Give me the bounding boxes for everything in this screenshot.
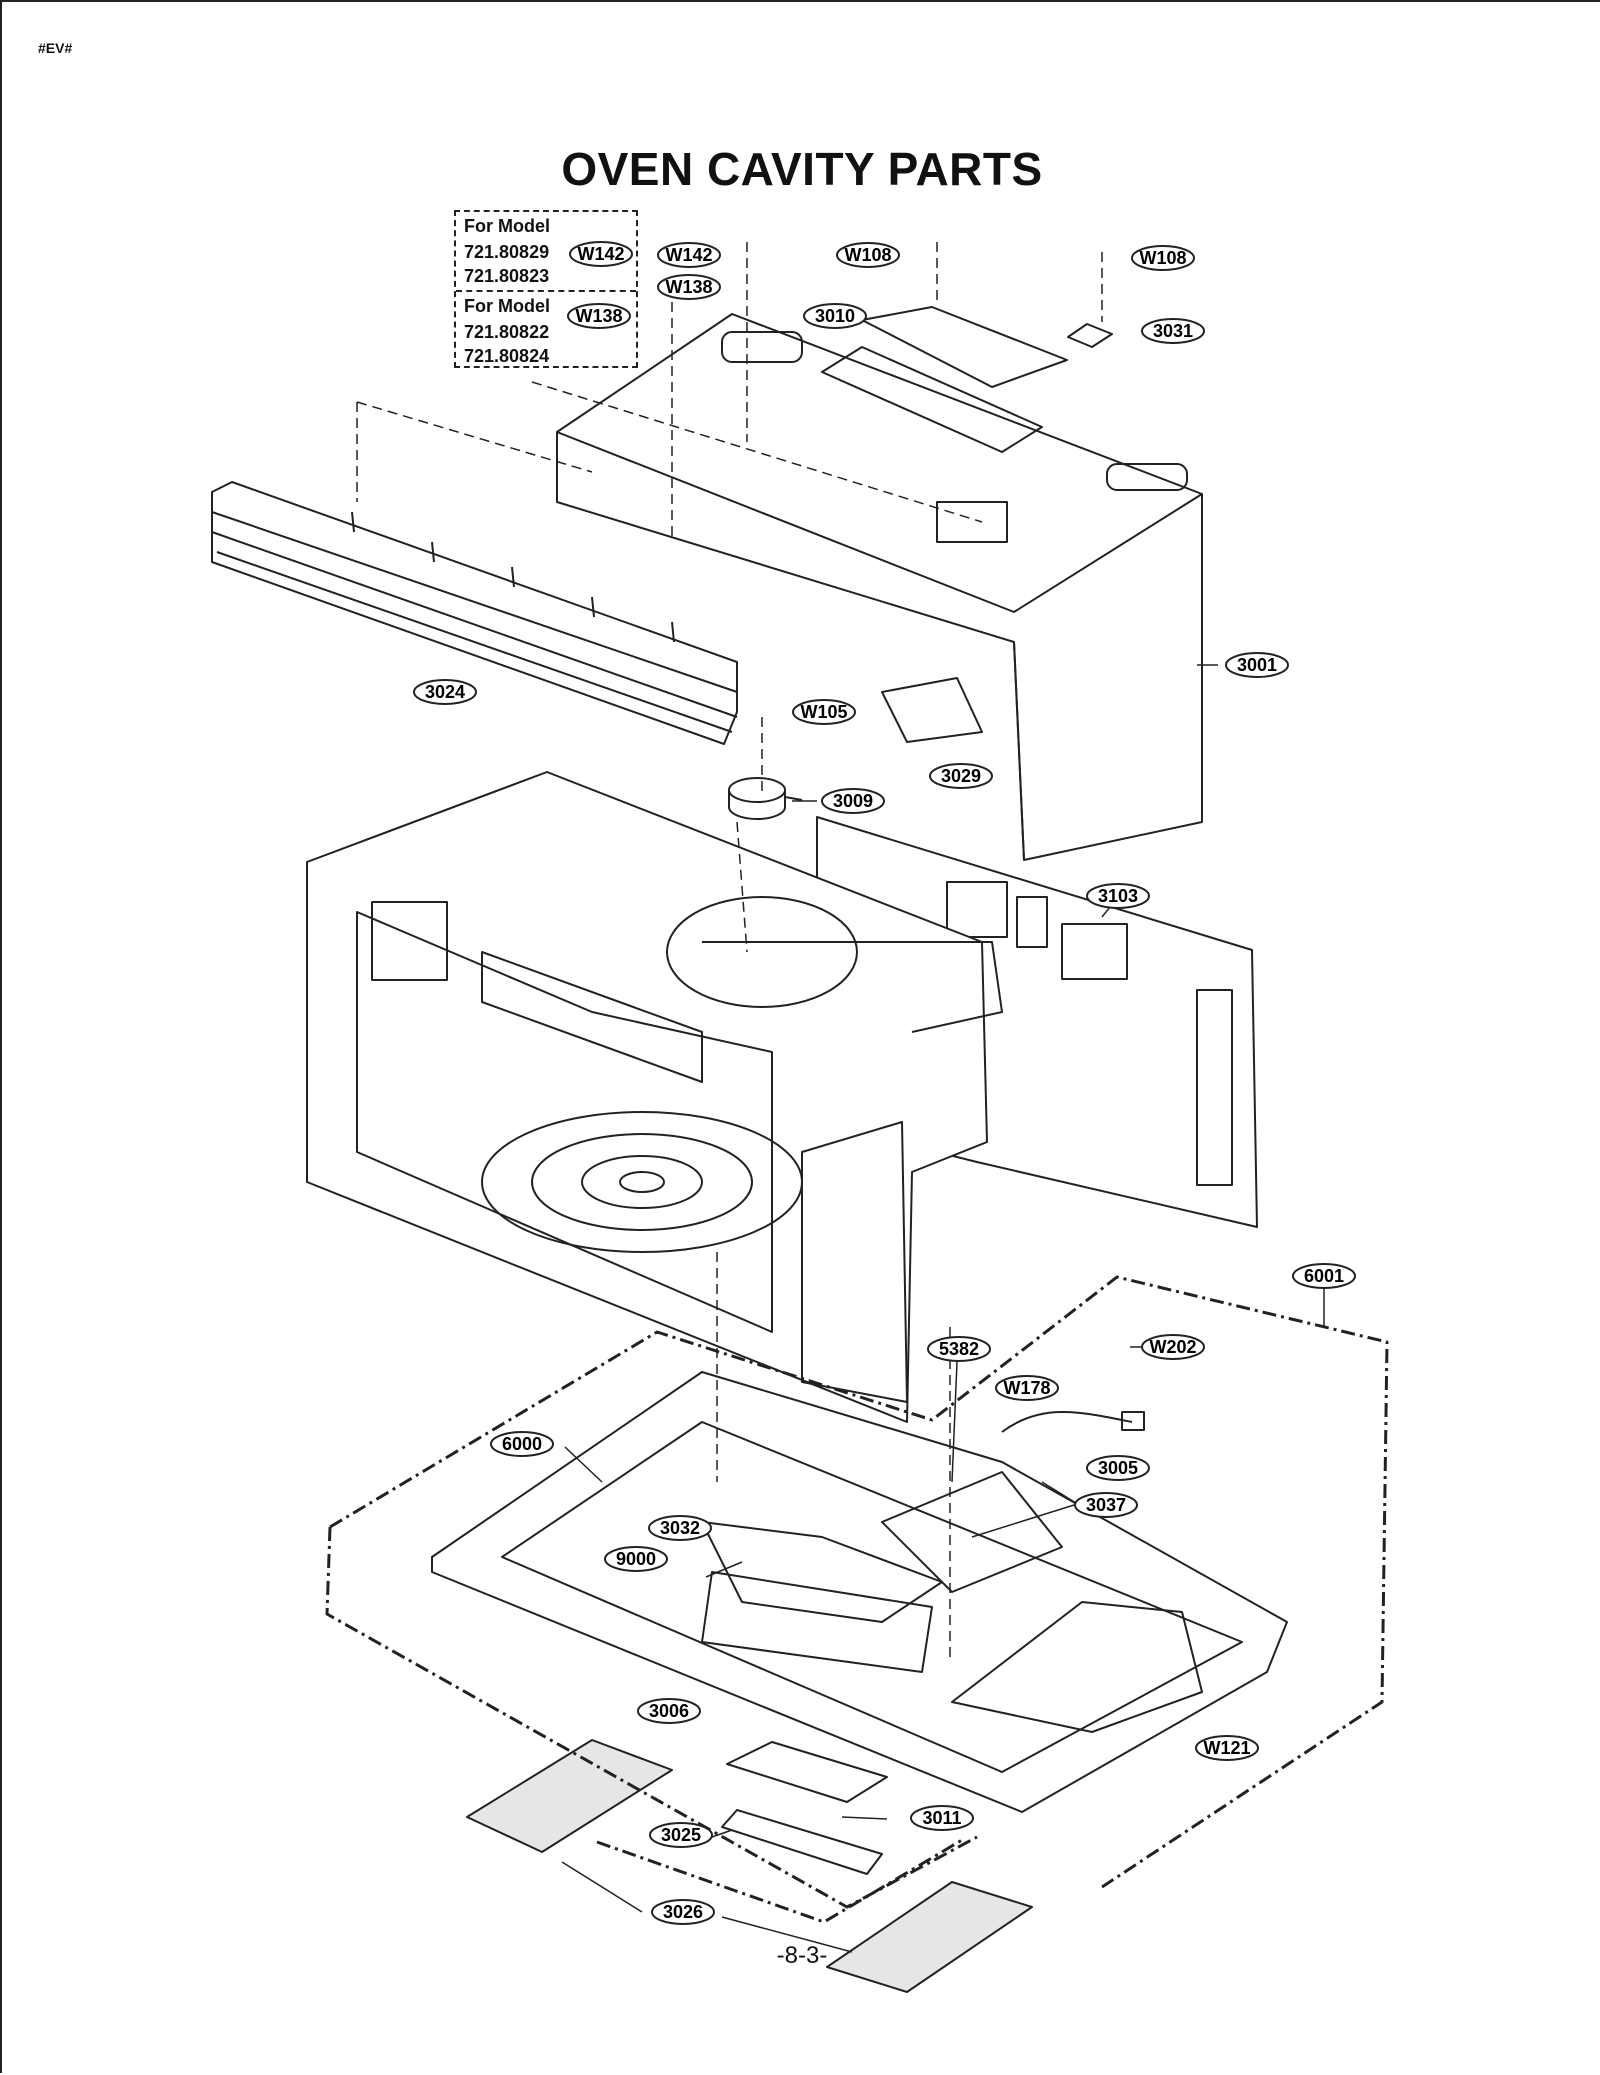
lamp-cover-3011 — [726, 1741, 888, 1803]
bracket-3031 — [1067, 323, 1113, 348]
outer-case-3001 — [556, 313, 1203, 861]
part-number-label: 3026 — [663, 1902, 703, 1922]
part-callout-6001: 6001 — [1292, 1263, 1356, 1289]
part-callout-w121: W121 — [1195, 1735, 1259, 1761]
part-number-label: 6000 — [502, 1434, 542, 1454]
part-callout-3103: 3103 — [1086, 883, 1150, 909]
model-applicability-box: For Model 721.80829 721.80823 For Model … — [454, 210, 638, 368]
part-number-label: 3029 — [941, 766, 981, 786]
part-number-label: 3009 — [833, 791, 873, 811]
part-number-label: 3001 — [1237, 655, 1277, 675]
part-callout-3037: 3037 — [1074, 1492, 1138, 1518]
harness-connector — [1121, 1411, 1145, 1431]
part-number-label: 3010 — [815, 306, 855, 326]
part-number-label: W178 — [1003, 1378, 1050, 1398]
part-number-label: 5382 — [939, 1339, 979, 1359]
part-callout-w138: W138 — [567, 303, 631, 329]
model-number-721-80829: 721.80829 — [464, 242, 550, 262]
part-number-label: 9000 — [616, 1549, 656, 1569]
part-number-label: W108 — [1139, 248, 1186, 268]
part-callout-w142: W142 — [657, 242, 721, 268]
part-callout-w202: W202 — [1141, 1334, 1205, 1360]
model-number-721-80824: 721.80824 — [464, 346, 550, 366]
part-number-label: W142 — [665, 245, 712, 265]
part-number-label: 3032 — [660, 1518, 700, 1538]
part-number-label: 3024 — [425, 682, 465, 702]
turntable-motor-3009 — [728, 777, 803, 820]
part-number-label: 6001 — [1304, 1266, 1344, 1286]
bracket-3029 — [881, 677, 983, 743]
part-number-label: 3037 — [1086, 1495, 1126, 1515]
page-title: OVEN CAVITY PARTS — [561, 143, 1043, 195]
part-callout-3010: 3010 — [803, 303, 867, 329]
model-box-divider — [456, 290, 636, 292]
part-callout-3024: 3024 — [413, 679, 477, 705]
part-number-label: 3031 — [1153, 321, 1193, 341]
group-outline-6000 — [325, 1526, 978, 1909]
part-callout-3011: 3011 — [910, 1805, 974, 1831]
part-number-label: W105 — [800, 702, 847, 722]
part-callout-w108: W108 — [1131, 245, 1195, 271]
model-number-721-80822: 721.80822 — [464, 322, 550, 342]
part-callout-3029: 3029 — [929, 763, 993, 789]
part-callout-3031: 3031 — [1141, 318, 1205, 344]
part-callout-w138: W138 — [657, 274, 721, 300]
grease-filter-3026-right — [826, 1881, 1033, 1993]
model-heading-2: For Model — [464, 296, 550, 316]
oven-cavity — [306, 771, 1003, 1423]
model-number-721-80823: 721.80823 — [464, 266, 550, 286]
vent-grille-3024 — [211, 481, 738, 745]
wire-harness-3005 — [1001, 1411, 1133, 1433]
page-number: -8-3- — [776, 1942, 828, 1969]
part-number-label: W121 — [1203, 1738, 1250, 1758]
model-heading-1: For Model — [464, 216, 550, 236]
part-callout-3005: 3005 — [1086, 1455, 1150, 1481]
part-number-label: W142 — [577, 244, 624, 264]
part-callout-5382: 5382 — [927, 1336, 991, 1362]
document-code: #EV# — [38, 40, 73, 56]
part-number-label: W138 — [575, 306, 622, 326]
part-callout-6000: 6000 — [490, 1431, 554, 1457]
part-number-label: 3025 — [661, 1825, 701, 1845]
part-callout-w105: W105 — [792, 699, 856, 725]
part-callout-9000: 9000 — [604, 1546, 668, 1572]
top-plate-3010 — [861, 306, 1068, 388]
part-number-label: 3011 — [922, 1808, 961, 1828]
group-outline-6001 — [329, 1275, 1389, 1889]
base-plate-6000 — [431, 1371, 1288, 1813]
part-callout-3009: 3009 — [821, 788, 885, 814]
part-number-label: W108 — [844, 245, 891, 265]
grease-filter-3026-left — [466, 1739, 673, 1853]
part-callout-3006: 3006 — [637, 1698, 701, 1724]
part-number-label: W202 — [1149, 1337, 1196, 1357]
part-callout-3001: 3001 — [1225, 652, 1289, 678]
part-callout-3025: 3025 — [649, 1822, 713, 1848]
part-number-label: 3005 — [1098, 1458, 1138, 1478]
part-number-label: 3103 — [1098, 886, 1138, 906]
part-number-label: 3006 — [649, 1701, 689, 1721]
part-callout-3032: 3032 — [648, 1515, 712, 1541]
lamp-holder-3025 — [721, 1809, 883, 1875]
part-callout-w178: W178 — [995, 1375, 1059, 1401]
part-callout-3026: 3026 — [651, 1899, 715, 1925]
part-number-label: W138 — [665, 277, 712, 297]
part-callout-w108: W108 — [836, 242, 900, 268]
part-callout-w142: W142 — [569, 241, 633, 267]
